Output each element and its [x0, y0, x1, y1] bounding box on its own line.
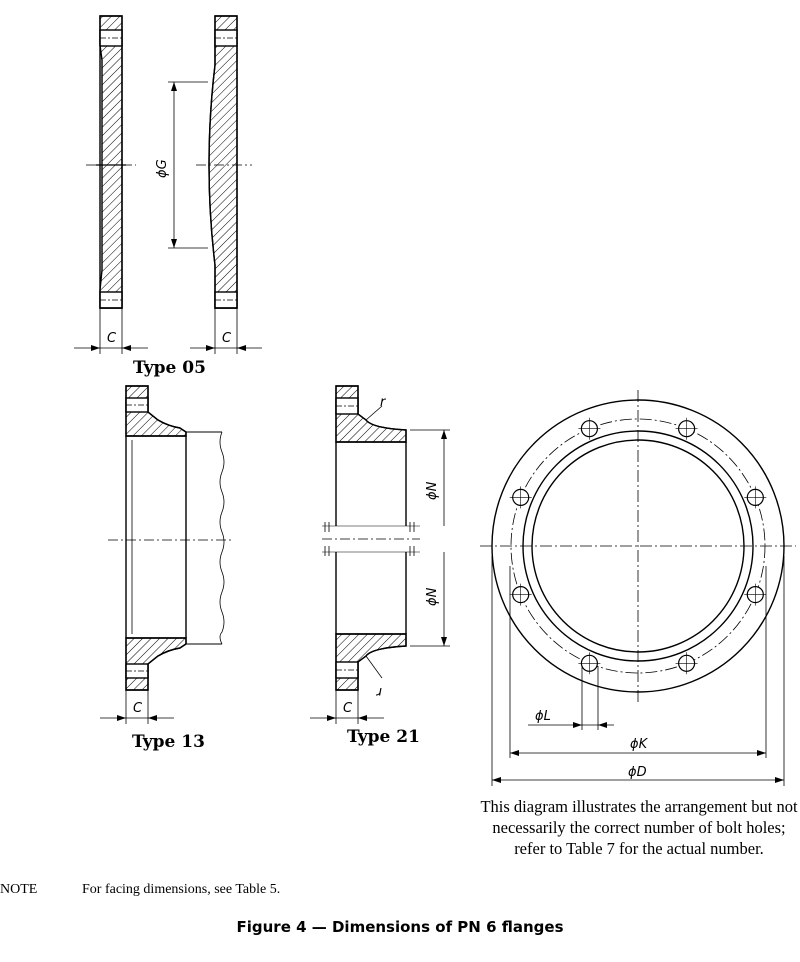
type05-right-flange: [168, 15, 252, 309]
type05-left-flange: [86, 15, 136, 309]
r-lower-label: r: [375, 684, 382, 699]
k-dimension-label: ϕK: [630, 737, 649, 752]
g-dimension-label: ϕG: [155, 159, 170, 178]
note-label: NOTE: [0, 882, 38, 897]
figure-title: Figure 4 — Dimensions of PN 6 flanges: [236, 918, 564, 936]
type05-c-dimensions: [74, 308, 262, 354]
type13-c-label: C: [133, 701, 143, 716]
type13-flange: [108, 385, 232, 691]
type13-c-dimension: [100, 690, 174, 724]
type05-label: Type 05: [133, 358, 206, 378]
type21-c-label: C: [343, 701, 353, 716]
d-dimension-label: ϕD: [628, 765, 647, 780]
n-dimension-upper-label: ϕN: [425, 481, 440, 500]
type05-left-c-label: C: [107, 331, 117, 346]
note-text: For facing dimensions, see Table 5.: [82, 882, 281, 897]
type21-flange: [322, 385, 450, 691]
type21-label: Type 21: [347, 727, 420, 747]
type21-c-dimension: [310, 690, 384, 724]
flange-plan-view: [480, 390, 796, 786]
bolt-hole-caption: This diagram illustrates the arrangement…: [480, 797, 798, 858]
r-upper-label: r: [380, 395, 387, 410]
bolt-holes: [509, 417, 767, 675]
type05-right-c-label: C: [222, 331, 232, 346]
type13-label: Type 13: [132, 732, 205, 752]
l-dimension-label: ϕL: [535, 709, 551, 724]
n-dimension-lower-label: ϕN: [425, 587, 440, 606]
